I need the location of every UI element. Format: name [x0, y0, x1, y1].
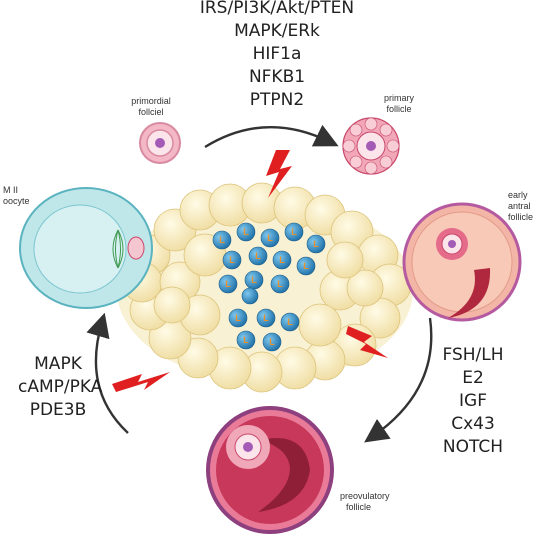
stage-label-oocyte: M II oocyte [3, 185, 43, 207]
pathway-label: IGF [459, 391, 487, 411]
stage-label-line: early [508, 190, 528, 200]
cell-letter: L [287, 317, 293, 327]
stage-label-primary: primary follicle [374, 93, 424, 115]
pathway-label: FSH/LH [442, 345, 504, 365]
cell-letter: L [263, 313, 269, 323]
stage-label-line: preovulatory [340, 491, 390, 501]
lightning-icon [346, 326, 388, 358]
primary-follicle-icon [342, 117, 400, 175]
cell-letter: L [229, 255, 235, 265]
primordial-follicle-icon [139, 122, 181, 164]
stage-label-line: follicle [346, 502, 372, 512]
cell-letter: L [291, 227, 297, 237]
pathway-label: cAMP/PKA [18, 377, 103, 397]
cycle-arrow-top [204, 124, 339, 149]
preovulatory-follicle-icon [206, 406, 334, 534]
cycle-arrow-left [86, 312, 129, 434]
stage-label-line: follicle [508, 212, 534, 222]
pathway-label: PTPN2 [249, 90, 305, 110]
stage-label-line: primary [383, 93, 414, 103]
stage-label-line: follicle [386, 104, 412, 114]
adipose-tissue-cluster [117, 182, 413, 393]
cell-letter: L [279, 255, 285, 265]
stage-label-line: antral [508, 201, 531, 211]
cell-letter: L [303, 261, 309, 271]
pathway-label: Cx43 [451, 414, 495, 434]
left-pathways: MAPK cAMP/PKA PDE3B [18, 353, 103, 422]
cell-letter: L [269, 337, 275, 347]
stage-label-line: M II [3, 185, 18, 195]
pathway-label: HIF1a [252, 44, 302, 64]
stage-label-preovulatory: preovulatory follicle [340, 491, 410, 513]
pathway-label: NOTCH [442, 437, 504, 457]
right-pathways: FSH/LH E2 IGF Cx43 NOTCH [432, 344, 514, 459]
top-pathways: IRS/PI3K/Akt/PTEN MAPK/ERk HIF1a NFKB1 P… [196, 0, 358, 112]
cell-letter: L [225, 279, 231, 289]
cell-letter: L [251, 275, 257, 285]
cell-letter: L [255, 251, 261, 261]
stage-label-line: oocyte [3, 196, 30, 206]
pathway-label: PDE3B [29, 400, 87, 420]
pathway-label: MAPK [34, 354, 82, 374]
pathway-label: MAPK/ERk [234, 21, 320, 41]
cell-letter: L [219, 235, 225, 245]
cell-letter: L [277, 279, 283, 289]
pathway-label: E2 [462, 368, 484, 388]
cell-letter: L [235, 313, 241, 323]
immune-cells: L L L L L L L L L L L L L L L L L [212, 222, 326, 352]
early-antral-follicle-icon [402, 202, 522, 322]
stage-label-primordial: primordial follciel [121, 96, 181, 118]
stage-label-line: primordial [131, 96, 171, 106]
cell-letter: L [243, 335, 249, 345]
cell-letter: L [267, 233, 273, 243]
lightning-icon [266, 150, 292, 198]
stage-label-early-antral: early antral follicle [508, 190, 546, 223]
cycle-arrow-right [364, 317, 433, 443]
cell-letter: L [313, 239, 319, 249]
lightning-icon [112, 372, 170, 392]
mii-oocyte-icon [19, 187, 153, 309]
pathway-label: NFKB1 [248, 67, 306, 87]
pathway-label: IRS/PI3K/Akt/PTEN [199, 0, 355, 18]
stage-label-line: follciel [138, 107, 164, 117]
cell-letter: L [243, 227, 249, 237]
